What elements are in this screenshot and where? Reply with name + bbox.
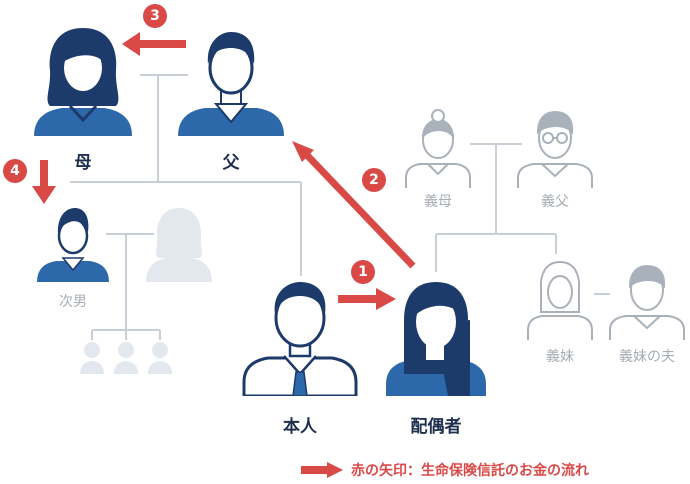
flow-arrow-1 [338, 288, 396, 310]
spouse-sister-figure [527, 260, 593, 340]
step-badge-1: 1 [351, 260, 375, 284]
legend-arrow-icon [301, 462, 343, 478]
self-figure [242, 282, 358, 396]
second-son-label: 次男 [59, 294, 87, 310]
step-badge-2: 2 [362, 168, 386, 192]
spouse-father-label: 義父 [541, 194, 569, 210]
second-son-figure [37, 208, 109, 282]
flow-arrow-2 [292, 141, 416, 269]
family-connector-lines [70, 74, 610, 340]
legend-text: 赤の矢印：生命保険信託のお金の流れ [351, 463, 589, 479]
spouse-sister-husband-label: 義妹の夫 [619, 349, 675, 365]
self-label: 本人 [283, 417, 317, 437]
step-badge-3: 3 [143, 4, 167, 28]
legend: 赤の矢印：生命保険信託のお金の流れ [301, 460, 589, 480]
spouse-mother-figure [405, 109, 471, 188]
grandchildren-placeholders [80, 342, 172, 374]
step-badge-4: 4 [3, 159, 27, 183]
spouse-father-figure [517, 110, 593, 188]
flow-arrow-3 [122, 32, 186, 56]
mother-label: 母 [74, 153, 92, 173]
spouse-figure [386, 282, 486, 396]
second-son-spouse-placeholder [146, 208, 212, 282]
mother-figure [34, 28, 132, 136]
spouse-sister-label: 義妹 [546, 349, 574, 365]
father-label: 父 [222, 153, 240, 173]
spouse-mother-label: 義母 [424, 194, 452, 210]
father-figure [178, 32, 284, 136]
flow-arrow-4 [32, 160, 56, 204]
spouse-sister-husband-figure [609, 264, 685, 340]
spouse-label: 配偶者 [410, 417, 462, 437]
